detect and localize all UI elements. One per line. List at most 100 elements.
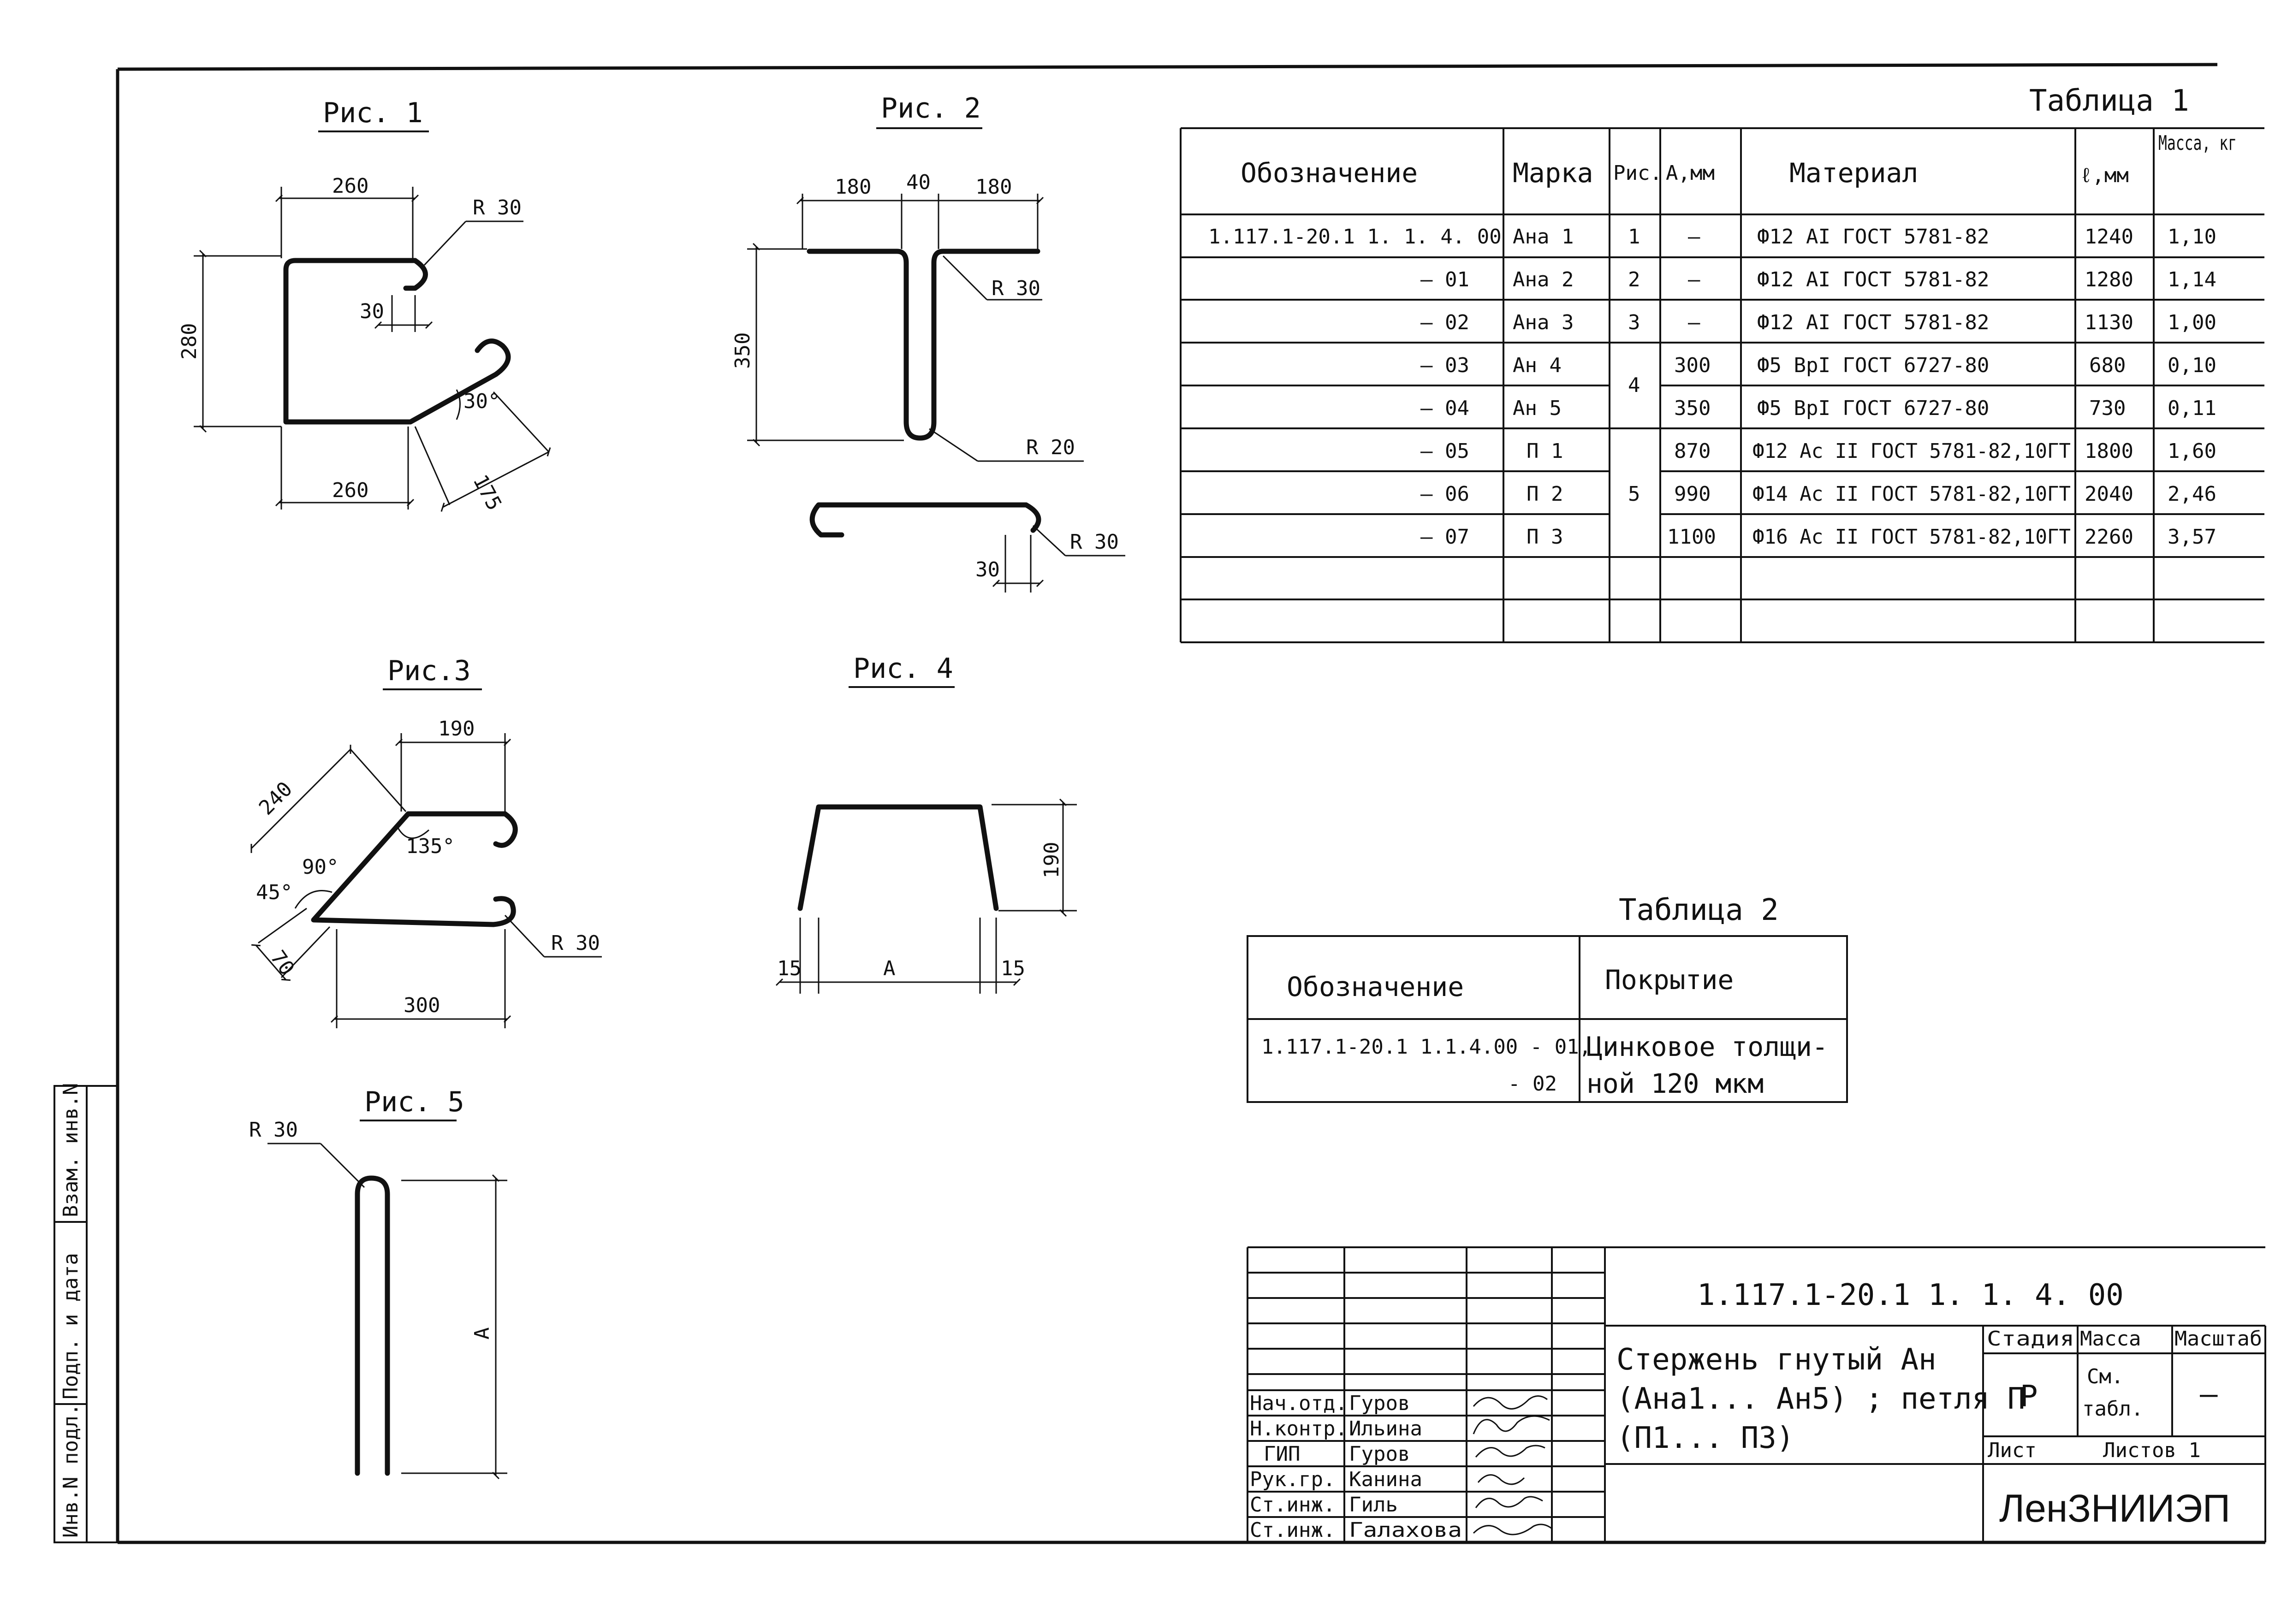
figure-1: Рис. 1 260 260 280 R 30 30 30° 175 bbox=[178, 97, 551, 514]
t1-header-mass: Масса, кг bbox=[2158, 131, 2237, 155]
table-1: Таблица 1 Обозначение bbox=[1180, 84, 2264, 643]
fig5-radius: R 30 bbox=[249, 1118, 298, 1142]
title-block-name-2: (Ана1... Ан5) ; петля П bbox=[1616, 1382, 2025, 1416]
title-block-stage-label: Стадия bbox=[1987, 1327, 2074, 1351]
t1-r1-mark: Ана 1 bbox=[1513, 225, 1574, 249]
t2-designation-line1: 1.117.1-20.1 1.1.4.00 - 01, bbox=[1261, 1035, 1591, 1059]
t2-coating-line1: Цинковое толщи- bbox=[1586, 1031, 1828, 1062]
t1-r2-a: – bbox=[1688, 268, 1700, 291]
t1-r1-fig: 1 bbox=[1628, 225, 1640, 249]
fig1-radius: R 30 bbox=[473, 196, 522, 219]
sign-name-1: Гуров bbox=[1349, 1392, 1410, 1415]
figure-4: Рис. 4 190 15 А 15 bbox=[775, 652, 1077, 994]
t1-r8-designation: – 07 bbox=[1420, 525, 1469, 549]
sign-name-2: Ильина bbox=[1349, 1417, 1422, 1440]
title-block: 1.117.1-20.1 1. 1. 4. 00 Стержень гнутый… bbox=[1247, 1246, 2266, 1542]
figure-5-caption: Рис. 5 bbox=[364, 1086, 464, 1118]
title-block-name-1: Стержень гнутый Ан bbox=[1616, 1343, 1937, 1377]
fig1-dim-height: 280 bbox=[178, 323, 201, 360]
t1-r5-material: Ф5 ВрI ГОСТ 6727-80 bbox=[1757, 397, 1989, 420]
side-stamp-replace: Взам. инв.N bbox=[59, 1083, 83, 1217]
t1-r2-designation: – 01 bbox=[1420, 268, 1469, 291]
t1-r5-designation: – 04 bbox=[1420, 397, 1469, 420]
figure-4-caption: Рис. 4 bbox=[853, 652, 953, 685]
figure-2: Рис. 2 180 40 180 350 R 30 R 20 R 30 30 bbox=[731, 92, 1125, 593]
fig3-angle-90: 90° bbox=[302, 855, 339, 879]
sign-role-3: ГИП bbox=[1264, 1442, 1300, 1466]
t2-header-designation: Обозначение bbox=[1287, 971, 1464, 1002]
side-stamp: Инв.N подл. Подп. и дата Взам. инв.N bbox=[53, 1083, 119, 1543]
t2-coating-line2: ной 120 мкм bbox=[1586, 1068, 1764, 1099]
sign-name-5: Гиль bbox=[1349, 1493, 1398, 1517]
side-stamp-sign: Подп. и дата bbox=[59, 1253, 83, 1399]
figure-5: Рис. 5 R 30 А bbox=[249, 1086, 507, 1480]
t1-r1-mass: 1,10 bbox=[2168, 225, 2216, 249]
t1-r8-mark: П 3 bbox=[1527, 525, 1563, 549]
fig1-dim-top: 260 bbox=[332, 174, 368, 198]
t1-r7-designation: – 06 bbox=[1420, 482, 1469, 506]
title-block-sheets-label: Листов 1 bbox=[2103, 1439, 2201, 1462]
t1-r1-a: – bbox=[1688, 225, 1700, 249]
t1-r8-mass: 3,57 bbox=[2168, 525, 2216, 549]
t1-r8-a: 1100 bbox=[1667, 525, 1716, 549]
fig2-gap: 30 bbox=[975, 558, 1000, 581]
title-block-mass-label: Масса bbox=[2080, 1327, 2141, 1351]
t2-designation-line2: - 02 bbox=[1508, 1072, 1557, 1096]
t1-r2-fig: 2 bbox=[1628, 268, 1640, 291]
t1-r2-length: 1280 bbox=[2085, 268, 2133, 291]
table-2: Таблица 2 Обозначение Покрытие 1.117.1-2… bbox=[1247, 893, 1848, 1103]
t1-r7-length: 2040 bbox=[2085, 482, 2133, 506]
t1-r4-fig: 4 bbox=[1628, 373, 1640, 397]
title-block-name-3: (П1... П3) bbox=[1616, 1421, 1794, 1455]
fig3-dim-small: 70 bbox=[266, 946, 299, 980]
t1-r3-a: – bbox=[1688, 311, 1700, 334]
fig4-dim-height: 190 bbox=[1040, 842, 1063, 878]
t1-r3-fig: 3 bbox=[1628, 311, 1640, 334]
figure-2-caption: Рис. 2 bbox=[881, 92, 981, 124]
t1-r3-mark: Ана 3 bbox=[1513, 311, 1574, 334]
table-1-title: Таблица 1 bbox=[2029, 84, 2189, 118]
t1-r5-mass: 0,11 bbox=[2168, 397, 2216, 420]
t1-r4-mass: 0,10 bbox=[2168, 354, 2216, 377]
fig1-dim-bottom: 260 bbox=[332, 479, 368, 502]
t1-r6-mark: П 1 bbox=[1527, 439, 1563, 463]
t1-header-fig: Рис. bbox=[1613, 161, 1662, 185]
sign-name-3: Гуров bbox=[1349, 1442, 1410, 1466]
t1-r1-material: Ф12 АI ГОСТ 5781-82 bbox=[1757, 225, 1989, 249]
t1-r2-mass: 1,14 bbox=[2168, 268, 2216, 291]
fig2-dim-height: 350 bbox=[731, 332, 754, 369]
fig2-radius-loop: R 30 bbox=[1070, 530, 1119, 554]
t1-header-mark: Марка bbox=[1513, 157, 1593, 189]
t1-r3-designation: – 02 bbox=[1420, 311, 1469, 334]
t1-r1-designation: 1.117.1-20.1 1. 1. 4. 00 bbox=[1208, 225, 1502, 249]
t1-r8-material: Ф16 Ас II ГОСТ 5781-82,10ГТ bbox=[1752, 525, 2071, 549]
t1-header-length: ℓ,мм bbox=[2080, 164, 2129, 187]
fig2-radius-top: R 30 bbox=[992, 277, 1040, 300]
fig2-dim-right: 180 bbox=[975, 175, 1012, 199]
side-stamp-inv: Инв.N подл. bbox=[59, 1404, 83, 1538]
sign-role-4: Рук.гр. bbox=[1250, 1468, 1335, 1491]
fig1-gap: 30 bbox=[360, 300, 384, 323]
t1-r2-material: Ф12 АI ГОСТ 5781-82 bbox=[1757, 268, 1989, 291]
t1-r7-material: Ф14 Ас II ГОСТ 5781-82,10ГТ bbox=[1752, 482, 2071, 506]
title-block-stage-value: Р bbox=[2020, 1380, 2038, 1414]
title-block-sheet-label: Лист bbox=[1988, 1439, 2037, 1462]
title-block-mass-value-2: табл. bbox=[2082, 1397, 2143, 1421]
fig2-dim-left: 180 bbox=[835, 175, 871, 199]
t1-r5-mark: Ан 5 bbox=[1513, 397, 1562, 420]
fig3-angle-45: 45° bbox=[256, 881, 292, 904]
t1-r6-a: 870 bbox=[1674, 439, 1711, 463]
fig3-dim-bottom: 300 bbox=[404, 994, 440, 1017]
fig3-angle-135: 135° bbox=[406, 835, 455, 858]
figure-1-caption: Рис. 1 bbox=[323, 97, 423, 129]
fig2-dim-mid: 40 bbox=[906, 171, 931, 194]
signature-scribbles bbox=[1473, 1395, 1552, 1535]
figure-3-caption: Рис.3 bbox=[387, 655, 471, 687]
t1-r6-mass: 1,60 bbox=[2168, 439, 2216, 463]
t1-r5-length: 730 bbox=[2089, 397, 2126, 420]
fig3-dim-diag: 240 bbox=[255, 777, 297, 820]
t1-r3-mass: 1,00 bbox=[2168, 311, 2216, 334]
sign-name-4: Канина bbox=[1349, 1468, 1422, 1491]
table-2-title: Таблица 2 bbox=[1619, 893, 1779, 927]
